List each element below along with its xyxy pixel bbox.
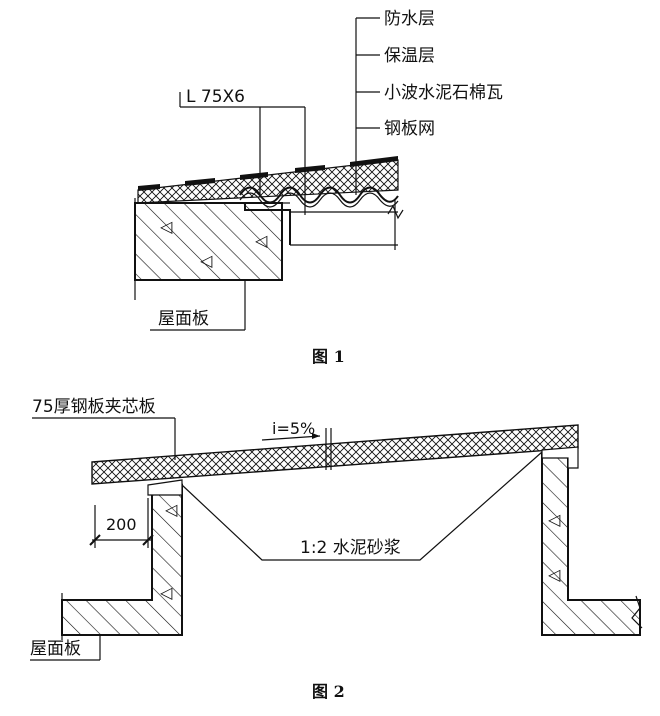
label-steel-mesh: 钢板网 bbox=[384, 119, 435, 139]
angle-steel bbox=[244, 203, 291, 245]
label-roof-slab-1: 屋面板 bbox=[158, 309, 209, 329]
label-corrugated: 小波水泥石棉瓦 bbox=[384, 83, 503, 103]
label-insulation: 保温层 bbox=[384, 46, 435, 66]
svg-text:◁: ◁ bbox=[254, 231, 268, 250]
label-roof-slab-2: 屋面板 bbox=[30, 639, 81, 659]
svg-text:◁: ◁ bbox=[547, 565, 561, 584]
label-waterproof: 防水层 bbox=[384, 9, 435, 29]
label-slope: i=5% bbox=[272, 419, 315, 438]
left-slab: ◁ ◁ bbox=[61, 479, 183, 640]
svg-text:◁: ◁ bbox=[159, 583, 173, 602]
dimension-200 bbox=[89, 498, 154, 548]
sandwich-panel bbox=[91, 424, 579, 485]
label-mortar: 1:2 水泥砂浆 bbox=[300, 538, 401, 558]
corrugated-sheet bbox=[239, 186, 399, 204]
leader-lines-fig1 bbox=[150, 17, 380, 331]
roof-slab-block: ◁ ◁ ◁ bbox=[134, 198, 283, 300]
svg-text:◁: ◁ bbox=[164, 500, 178, 519]
label-dimension: 200 bbox=[106, 515, 137, 534]
label-panel: 75厚钢板夹芯板 bbox=[32, 397, 156, 417]
slope-indicator bbox=[261, 428, 332, 470]
figure-2: ◁ ◁ ◁ ◁ bbox=[30, 397, 643, 701]
label-angle: L 75X6 bbox=[186, 87, 245, 107]
svg-text:◁: ◁ bbox=[547, 510, 561, 529]
roof-layers bbox=[137, 156, 404, 250]
waterproof-segments bbox=[138, 156, 398, 191]
svg-text:◁: ◁ bbox=[159, 217, 173, 236]
svg-text:◁: ◁ bbox=[199, 251, 213, 270]
mortar-outline bbox=[181, 451, 543, 561]
caption-figure-2: 图 2 bbox=[312, 682, 345, 701]
right-slab: ◁ ◁ bbox=[541, 446, 643, 636]
figure-1: ◁ ◁ ◁ bbox=[134, 9, 503, 366]
caption-figure-1: 图 1 bbox=[312, 347, 345, 366]
